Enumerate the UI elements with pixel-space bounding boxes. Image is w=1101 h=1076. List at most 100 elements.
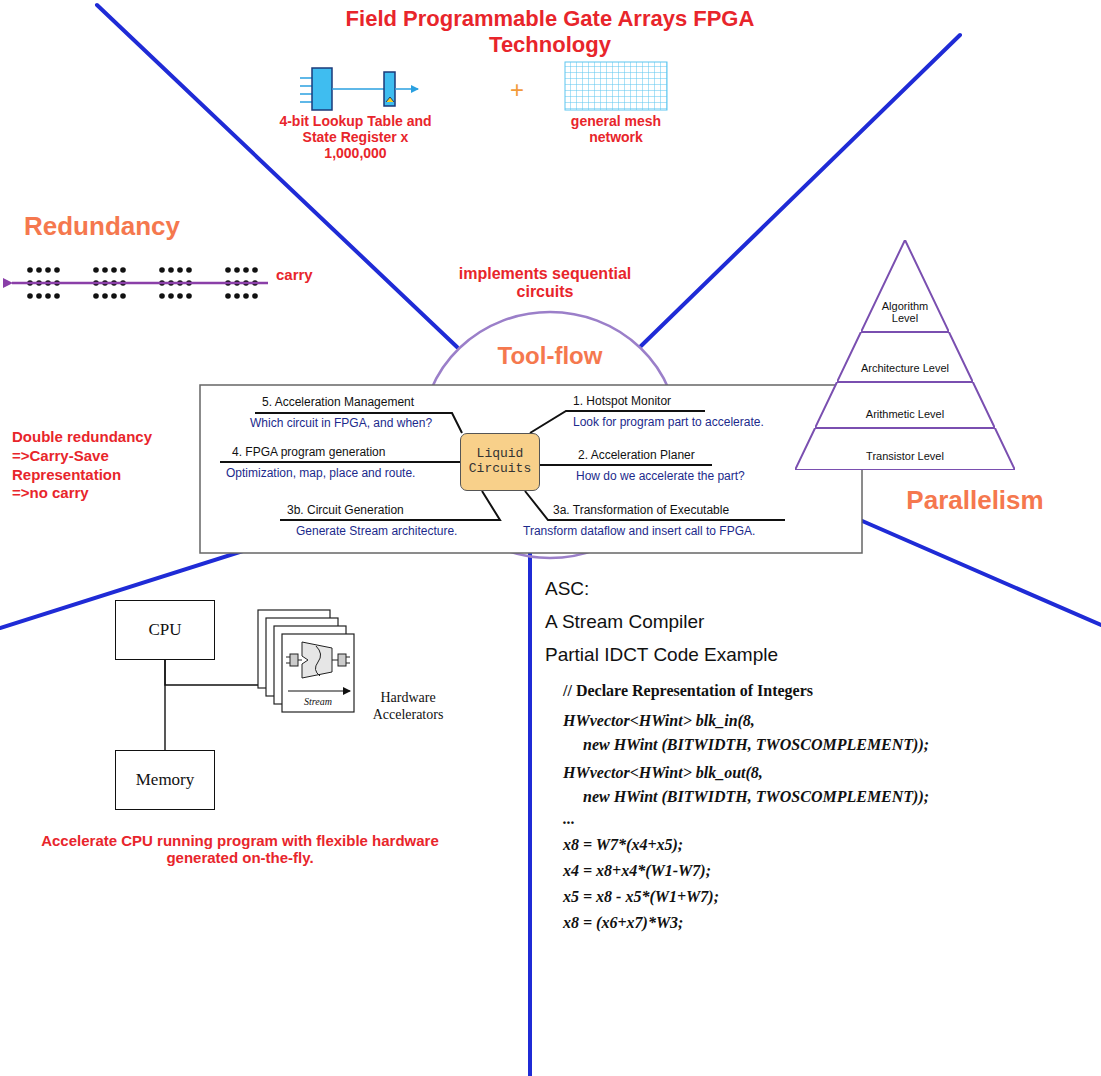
bit-dot [252, 267, 258, 273]
step-description: Generate Stream architecture. [296, 525, 457, 539]
step-description: Transform dataflow and insert call to FP… [523, 525, 755, 539]
plus-sign: + [510, 76, 524, 104]
bit-dot [252, 293, 258, 299]
bit-dot [225, 267, 231, 273]
step-heading: 1. Hotspot Monitor [573, 395, 671, 409]
node-label: Transistor Level [866, 450, 944, 463]
compiler-heading: A Stream Compiler [545, 611, 704, 633]
code-line: x5 = x8 - x5*(W1+W7); [563, 888, 719, 906]
lut-caption: 4-bit Lookup Table and State Register x … [278, 113, 433, 161]
bit-dot [111, 293, 117, 299]
step-description: How do we accelerate the part? [576, 470, 745, 484]
pyramid-level: Architecture Level [837, 332, 973, 382]
accelerator-stack: StreamHardware Accelerators [258, 610, 358, 714]
toolflow-panel [200, 385, 862, 553]
step-heading: 3b. Circuit Generation [287, 504, 404, 518]
pyramid-level: Algorithm Level [861, 240, 949, 332]
mesh-caption: general mesh network [560, 113, 672, 145]
bit-dot [168, 267, 174, 273]
compiler-heading: ASC: [545, 578, 589, 600]
spoke-line [525, 491, 785, 520]
note-text: Double redundancy =>Carry-Save Represent… [12, 428, 154, 503]
carry-label: carry [276, 266, 313, 283]
bus-line [165, 660, 258, 685]
bit-dot [243, 293, 249, 299]
circuit-icon [286, 642, 350, 678]
bit-dot [111, 267, 117, 273]
bit-dot [45, 267, 51, 273]
page-title: Field Programmable Gate Arrays FPGA Tech… [330, 6, 770, 59]
bit-dot [186, 267, 192, 273]
section-heading: Redundancy [24, 212, 180, 242]
accelerator-card [282, 634, 354, 712]
node-label: CPU [148, 620, 181, 640]
bit-dot [243, 267, 249, 273]
pyramid-level: Transistor Level [795, 428, 1015, 470]
bit-dot [27, 293, 33, 299]
node-label: Stream [282, 696, 354, 708]
pyramid-level: Arithmetic Level [815, 382, 995, 428]
lut-register-icon [300, 68, 418, 110]
pyramid-outline [837, 332, 973, 382]
bit-dot [45, 293, 51, 299]
step-heading: 5. Acceleration Management [262, 396, 414, 410]
bit-dot [234, 267, 240, 273]
bit-dot [177, 267, 183, 273]
code-line: HWvector<HWint> blk_out(8, [563, 764, 763, 782]
code-line: x8 = W7*(x4+x5); [563, 836, 683, 854]
spoke-line [280, 491, 500, 520]
node-label: Memory [136, 770, 195, 790]
step-description: Look for program part to accelerate. [573, 416, 764, 430]
spoke-line [540, 464, 712, 466]
step-description: Optimization, map, place and route. [226, 467, 415, 481]
node-label: Arithmetic Level [866, 408, 944, 421]
divider-line [528, 553, 532, 1076]
code-line: new HWint (BITWIDTH, TWOSCOMPLEMENT)); [583, 788, 929, 806]
divider-line [641, 35, 960, 346]
node-label: Tool-flow [420, 342, 680, 370]
bit-dot [93, 267, 99, 273]
bit-dot [159, 293, 165, 299]
bit-dot [36, 267, 42, 273]
bit-dot [120, 267, 126, 273]
bit-dot [177, 293, 183, 299]
code-line: x8 = (x6+x7)*W3; [563, 914, 683, 932]
pyramid-outline [815, 382, 995, 428]
memory-box: Memory [115, 750, 215, 810]
code-line: new HWint (BITWIDTH, TWOSCOMPLEMENT)); [583, 736, 929, 754]
note-text: implements sequential circuits [445, 265, 645, 302]
bit-dot [93, 293, 99, 299]
cpu-box: CPU [115, 600, 215, 660]
divider-line [97, 5, 457, 347]
step-description: Which circuit in FPGA, and when? [250, 417, 432, 431]
bit-dot [186, 293, 192, 299]
bit-dot [36, 293, 42, 299]
bit-dot [54, 267, 60, 273]
step-heading: 4. FPGA program generation [232, 446, 385, 460]
pyramid-outline [861, 240, 949, 332]
node-label: Architecture Level [861, 362, 949, 375]
carry-arrow [12, 282, 268, 285]
code-comment: // Declare Representation of Integers [563, 682, 813, 700]
divider-line [0, 5, 1101, 1076]
stack-caption: Hardware Accelerators [358, 690, 458, 724]
bit-dot [234, 293, 240, 299]
step-heading: 3a. Transformation of Executable [553, 504, 729, 518]
note-text: Accelerate CPU running program with flex… [40, 832, 440, 867]
spoke-line [220, 411, 785, 520]
pyramid-outline [795, 428, 1015, 470]
compiler-heading: Partial IDCT Code Example [545, 644, 778, 666]
bit-dot [159, 267, 165, 273]
divider-line [860, 520, 1101, 625]
bit-dot [54, 293, 60, 299]
bit-dot [27, 267, 33, 273]
code-line: ... [563, 810, 575, 828]
pyramid-outline [815, 382, 995, 428]
bit-dot [120, 293, 126, 299]
code-line: HWvector<HWint> blk_in(8, [563, 712, 755, 730]
pyramid-outline [837, 332, 973, 382]
pyramid-outline [795, 428, 1015, 470]
section-heading: Parallelism [875, 486, 1075, 516]
code-line: x4 = x8+x4*(W1-W7); [563, 862, 711, 880]
bit-dot [225, 293, 231, 299]
